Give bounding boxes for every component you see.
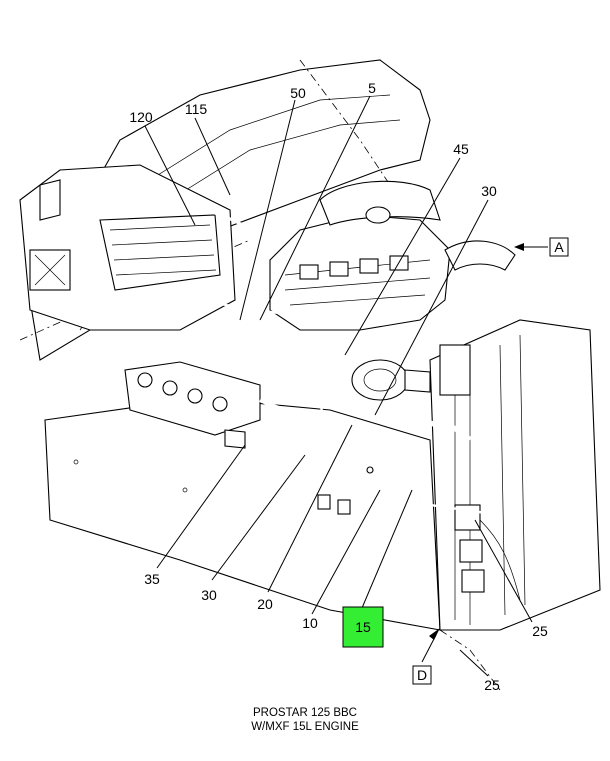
hvac-module (19, 164, 236, 331)
caption-line-engine: W/MXF 15L ENGINE (251, 721, 359, 733)
callout-120[interactable]: 120 (129, 109, 153, 125)
callout-5[interactable]: 5 (368, 80, 376, 96)
view-label-a: A (554, 239, 564, 255)
callout-10[interactable]: 10 (302, 615, 318, 631)
leader-lines (144, 95, 533, 677)
engine-assembly (269, 180, 516, 331)
cooling-module (429, 319, 601, 691)
callout-35[interactable]: 35 (144, 571, 160, 587)
pump-assembly (351, 359, 431, 401)
view-a-indicator (514, 237, 569, 257)
caption-line-model: PROSTAR 125 BBC (253, 707, 357, 719)
view-label-d: D (417, 667, 427, 683)
valve-block (124, 361, 261, 449)
diagram-caption: PROSTAR 125 BBC W/MXF 15L ENGINE (0, 706, 610, 734)
highlight-box-15 (342, 606, 384, 648)
callout-25-right[interactable]: 25 (532, 623, 548, 639)
callout-30-lower[interactable]: 30 (201, 587, 217, 603)
callout-15[interactable]: 15 (355, 619, 371, 635)
callout-30-upper[interactable]: 30 (481, 183, 497, 199)
callout-25-bottom[interactable]: 25 (484, 677, 500, 693)
callout-20[interactable]: 20 (257, 596, 273, 612)
callout-45[interactable]: 45 (453, 141, 469, 157)
view-d-indicator (412, 628, 440, 685)
callout-115[interactable]: 115 (185, 101, 208, 117)
hose-routing (159, 198, 521, 601)
callout-50[interactable]: 50 (290, 85, 306, 101)
